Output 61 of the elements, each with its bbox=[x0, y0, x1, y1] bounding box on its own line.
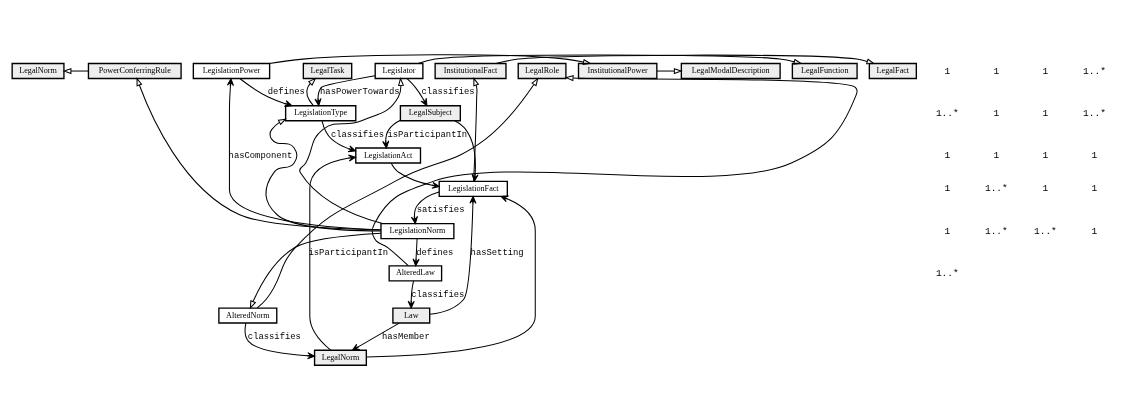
label: 1 bbox=[1042, 65, 1049, 77]
arrow bbox=[268, 53, 592, 65]
edge-label: hasPowerTowards bbox=[320, 86, 400, 97]
label: 1 bbox=[1042, 107, 1049, 119]
arrow bbox=[226, 77, 382, 230]
arrow bbox=[390, 162, 440, 189]
label: 1 bbox=[1091, 182, 1098, 194]
edge-label: classifies bbox=[421, 86, 475, 97]
label: 1..* bbox=[935, 267, 959, 279]
edge-label: defines bbox=[267, 86, 305, 97]
edge-label: hasSetting bbox=[470, 247, 524, 258]
label: 1 bbox=[944, 182, 951, 194]
edge-label: satisfies bbox=[416, 204, 465, 215]
edge-label: defines bbox=[416, 247, 454, 258]
arrow bbox=[321, 119, 356, 152]
arrow bbox=[256, 76, 539, 308]
label: 1 bbox=[944, 65, 951, 77]
label: 1 bbox=[944, 149, 951, 161]
arrow bbox=[454, 119, 479, 182]
arrow bbox=[382, 119, 401, 148]
arrow bbox=[410, 190, 440, 224]
label: 1..* bbox=[1083, 65, 1106, 77]
label: 1 bbox=[993, 65, 1000, 77]
label: 1 bbox=[1091, 149, 1098, 161]
arrow bbox=[495, 54, 876, 64]
arrow bbox=[265, 117, 382, 231]
arrow bbox=[371, 74, 858, 266]
edge-label: classifies bbox=[411, 289, 465, 300]
arrow bbox=[407, 279, 415, 308]
edge-label: isParticipantIn bbox=[387, 129, 468, 140]
arrow bbox=[429, 195, 477, 315]
label: 1..* bbox=[935, 107, 959, 119]
label: 1 bbox=[993, 149, 1000, 161]
arrow bbox=[299, 76, 405, 224]
arrow bbox=[314, 74, 376, 106]
label: 1..* bbox=[984, 182, 1008, 194]
arrow bbox=[239, 77, 293, 107]
arrow bbox=[244, 322, 315, 359]
label: 1 bbox=[1042, 149, 1049, 161]
arrow bbox=[412, 237, 420, 266]
label: 1 bbox=[1091, 225, 1098, 237]
arrow bbox=[136, 76, 382, 230]
arrow bbox=[249, 232, 382, 309]
arrow bbox=[366, 195, 536, 358]
label: 1 bbox=[944, 225, 951, 237]
arrow bbox=[62, 67, 89, 74]
label: 1..* bbox=[1033, 225, 1057, 237]
edge-label: hasMember bbox=[381, 331, 430, 342]
label: 1 bbox=[1042, 182, 1049, 194]
arrow bbox=[417, 53, 803, 65]
edge-label: classifies bbox=[247, 331, 301, 342]
edge-label: classifies bbox=[330, 129, 385, 140]
label: 1..* bbox=[1083, 107, 1106, 119]
arrow bbox=[306, 77, 317, 106]
arrow bbox=[656, 67, 683, 74]
arrow bbox=[351, 322, 400, 351]
arrow bbox=[309, 154, 357, 351]
arrow bbox=[473, 76, 480, 182]
label: 1..* bbox=[984, 225, 1008, 237]
label: 1 bbox=[993, 107, 1000, 119]
arrow bbox=[406, 77, 428, 106]
